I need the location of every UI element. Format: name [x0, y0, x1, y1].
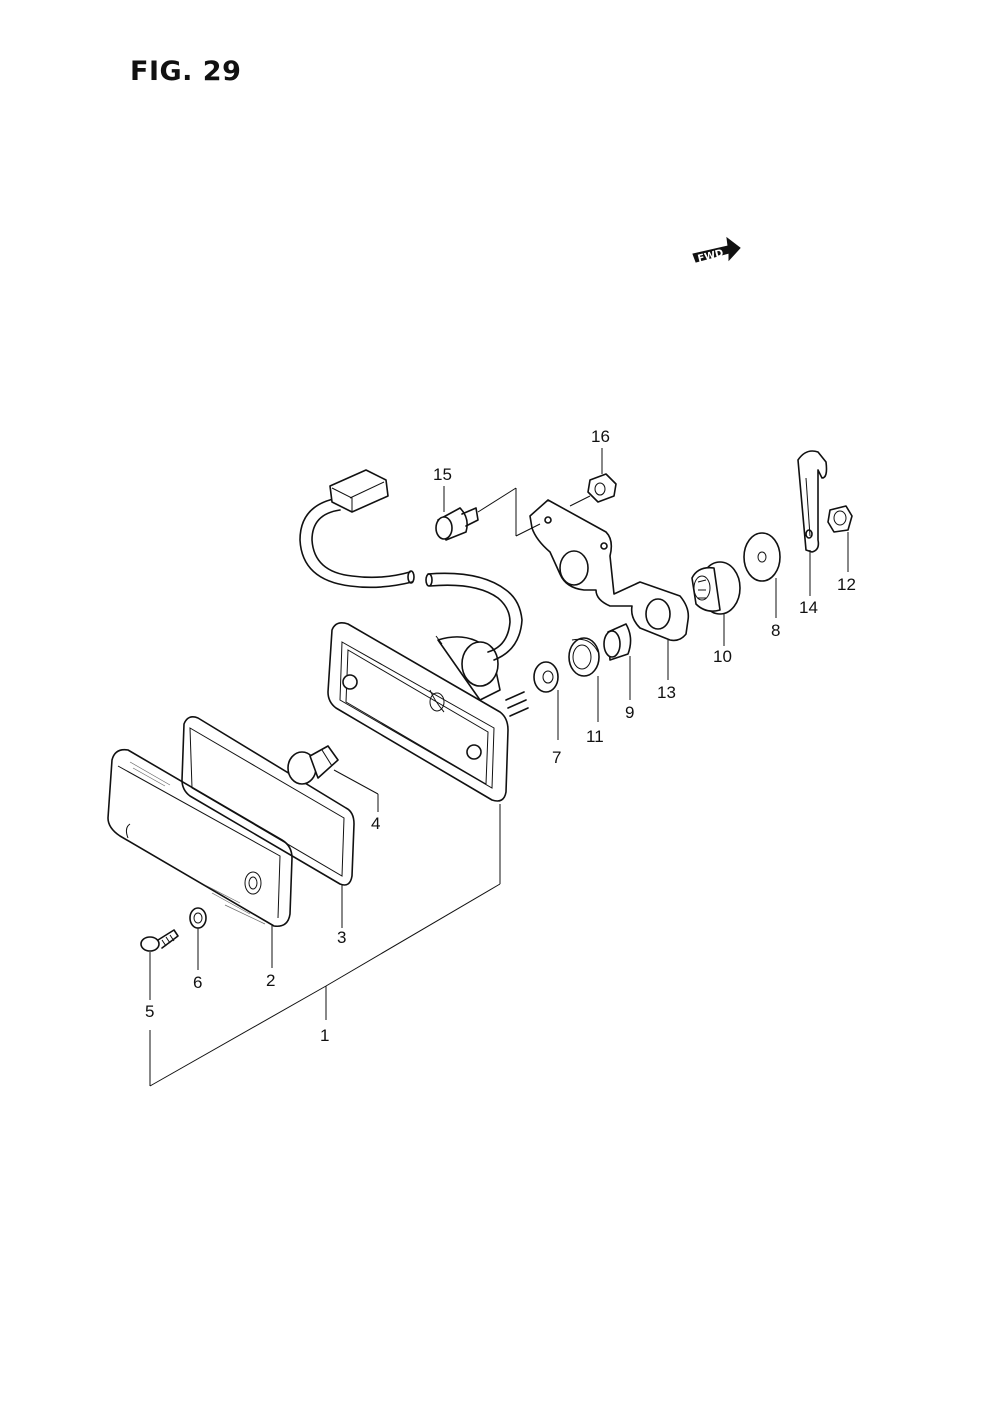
- part-wire-harness: [299, 469, 523, 661]
- leader-lines: [149, 448, 849, 1087]
- callout-13: 13: [657, 683, 676, 702]
- part-screw: [140, 929, 179, 952]
- part-gasket: [181, 716, 355, 886]
- part-grommet: [568, 637, 600, 677]
- callout-7: 7: [552, 748, 561, 767]
- fwd-arrow-icon: FWD: [692, 236, 741, 265]
- callout-12: 12: [837, 575, 856, 594]
- part-collar: [603, 623, 632, 661]
- callout-5: 5: [145, 1002, 154, 1021]
- callout-16: 16: [591, 427, 610, 446]
- part-bracket: [529, 499, 690, 642]
- fwd-badge-text: FWD: [697, 248, 725, 265]
- callout-1: 1: [320, 1026, 329, 1045]
- figure-title: FIG. 29: [130, 56, 242, 87]
- part-housing: [327, 622, 529, 802]
- part-bushing: [691, 561, 741, 615]
- callout-4: 4: [371, 814, 380, 833]
- part-nut-16: [587, 473, 617, 503]
- callout-3: 3: [337, 928, 346, 947]
- callout-10: 10: [713, 647, 732, 666]
- part-strap: [797, 450, 828, 553]
- part-nut-12: [827, 505, 853, 533]
- callout-15: 15: [433, 465, 452, 484]
- part-lens: [107, 748, 293, 928]
- callout-labels: 1 2 3 4 5 6 7 8 9 10 11 12 13 14 15 16: [145, 427, 856, 1045]
- callout-2: 2: [266, 971, 275, 990]
- callout-14: 14: [799, 598, 818, 617]
- callout-6: 6: [193, 973, 202, 992]
- part-washer-small: [189, 907, 207, 929]
- callout-9: 9: [625, 703, 634, 722]
- part-bulb: [287, 745, 339, 785]
- callout-8: 8: [771, 621, 780, 640]
- part-bolt: [435, 507, 479, 541]
- part-washer-8: [743, 532, 781, 582]
- part-washer-7: [533, 661, 559, 693]
- callout-11: 11: [586, 727, 604, 746]
